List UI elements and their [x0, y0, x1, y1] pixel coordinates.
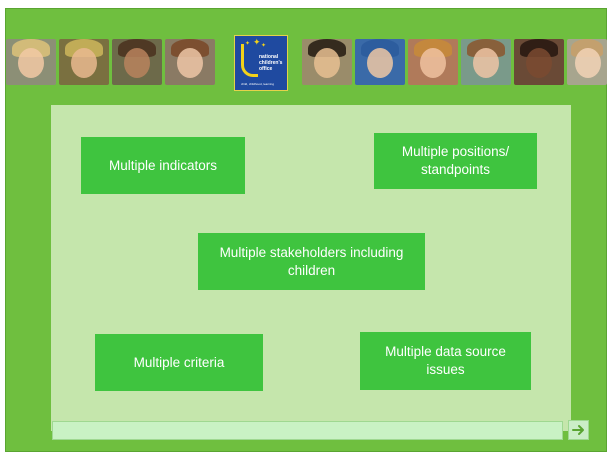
multiple-data-source-box: Multiple data source issues	[360, 332, 531, 390]
photo-strip: ✦ ✦ ✦ national children's office child, …	[6, 27, 608, 99]
bottom-bar	[52, 421, 563, 440]
child-photo-1	[6, 39, 56, 85]
logo-mark-icon	[241, 44, 258, 77]
arrow-right-icon	[571, 425, 584, 435]
child-photo-6	[355, 39, 405, 85]
child-photo-9	[514, 39, 564, 85]
logo-name: national children's office	[259, 54, 283, 72]
child-photo-10	[567, 39, 607, 85]
child-photo-2	[59, 39, 109, 85]
content-panel: Multiple indicators Multiple positions/ …	[51, 105, 571, 431]
child-photo-7	[408, 39, 458, 85]
child-photo-8	[461, 39, 511, 85]
multiple-criteria-box: Multiple criteria	[95, 334, 263, 391]
star-icon: ✦	[253, 37, 261, 47]
child-photo-3	[112, 39, 162, 85]
multiple-indicators-box: Multiple indicators	[81, 137, 245, 194]
logo-tagline: child, childhood, learning	[241, 82, 275, 86]
child-photo-5	[302, 39, 352, 85]
national-childrens-office-logo: ✦ ✦ ✦ national children's office child, …	[234, 35, 288, 91]
next-slide-button[interactable]	[568, 420, 589, 440]
star-icon: ✦	[245, 41, 251, 47]
multiple-positions-box: Multiple positions/ standpoints	[374, 133, 537, 189]
child-photo-4	[165, 39, 215, 85]
star-icon: ✦	[261, 43, 267, 49]
slide: ✦ ✦ ✦ national children's office child, …	[5, 8, 607, 452]
multiple-stakeholders-box: Multiple stakeholders including children	[198, 233, 425, 290]
